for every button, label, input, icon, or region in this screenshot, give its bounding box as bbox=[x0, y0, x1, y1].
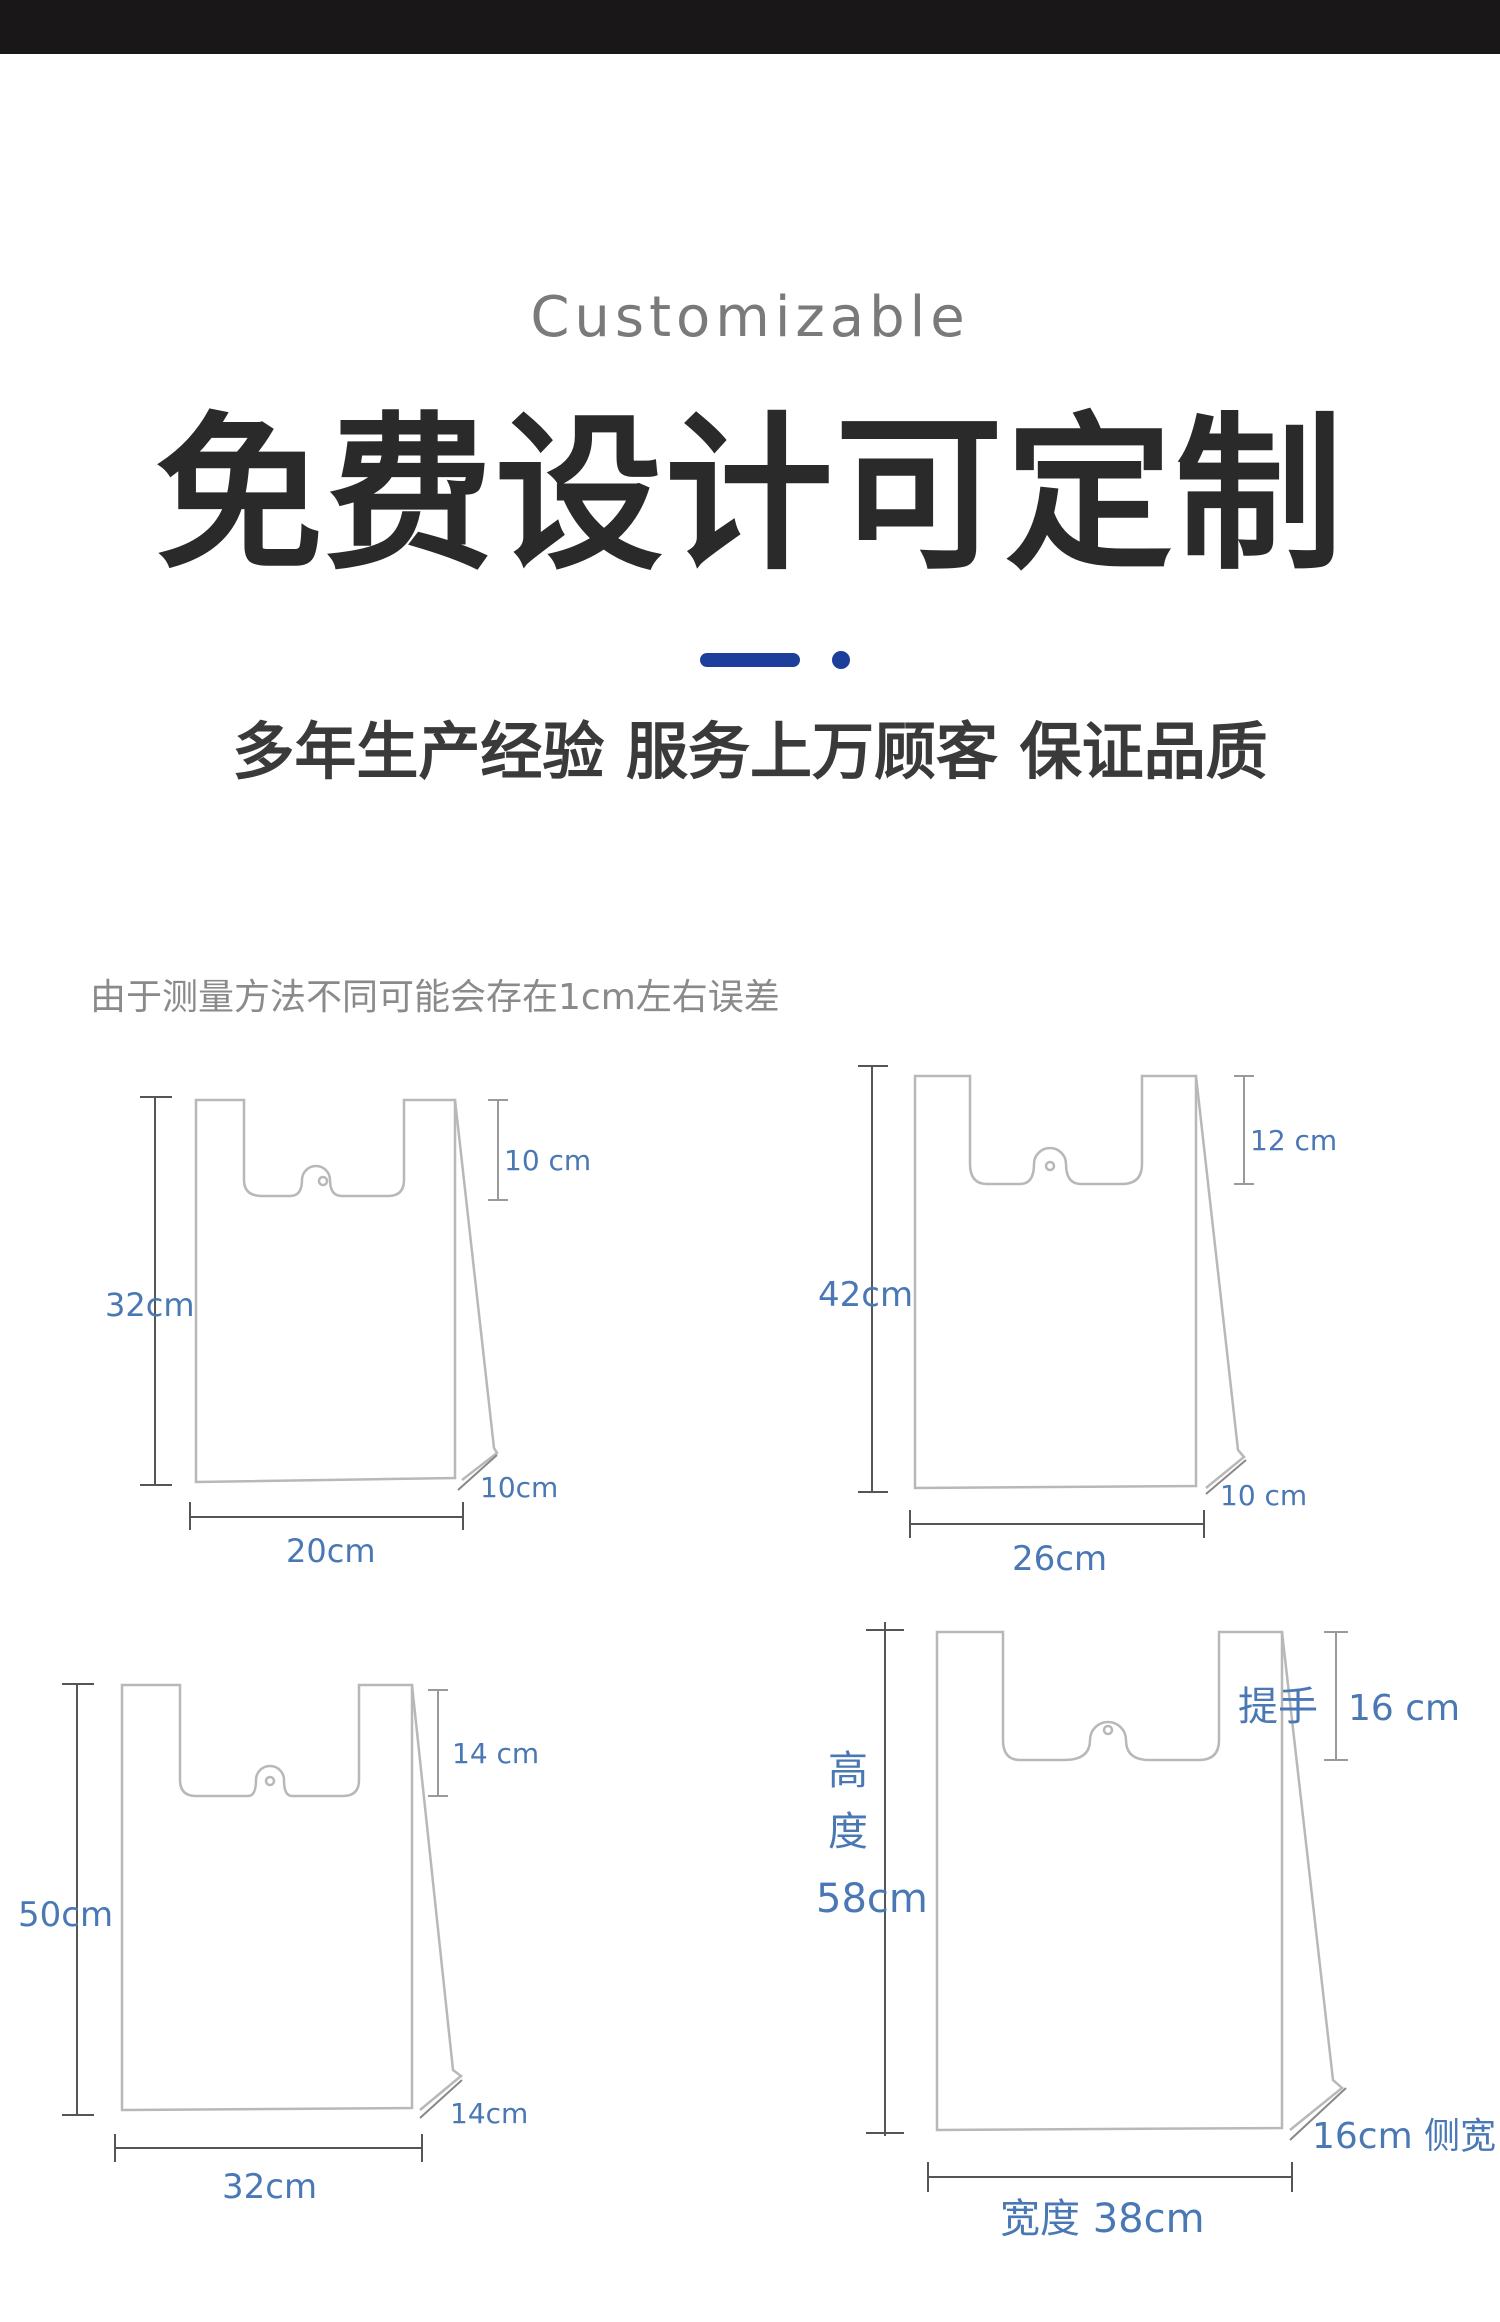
bag2-height-label: 42cm bbox=[818, 1275, 913, 1315]
bag-outline-medium bbox=[913, 1074, 1246, 1490]
bag4-gusset-label: 16cm 侧宽 bbox=[1312, 2116, 1496, 2157]
bag1-height-label: 32cm bbox=[105, 1286, 194, 1324]
bag2-width-label: 26cm bbox=[1012, 1539, 1107, 1579]
accent-line bbox=[700, 653, 800, 667]
bag-outline-xlarge bbox=[935, 1630, 1344, 2132]
bag4-height-label: 58cm bbox=[816, 1876, 928, 1922]
bag-outline-large bbox=[120, 1683, 464, 2112]
bag4-height-prefix-2: 度 bbox=[828, 1809, 868, 1855]
page-title: 免费设计可定制 bbox=[155, 397, 1345, 593]
bag3-gusset-label: 14cm bbox=[450, 2097, 528, 2130]
measurement-note: 由于测量方法不同可能会存在1cm左右误差 bbox=[90, 977, 780, 1018]
bag-outline-small bbox=[194, 1098, 499, 1484]
bag3-height-label: 50cm bbox=[18, 1895, 113, 1935]
bag4-width-label: 宽度 38cm bbox=[1000, 2196, 1205, 2242]
bag1-handle-label: 10 cm bbox=[504, 1144, 591, 1177]
eyebrow-text: Customizable bbox=[530, 285, 970, 350]
page-subtitle: 多年生产经验 服务上万顾客 保证品质 bbox=[232, 715, 1268, 788]
bag1-gusset-label: 10cm bbox=[480, 1471, 558, 1504]
bag4-height-prefix-1: 高 bbox=[828, 1748, 868, 1794]
top-bar bbox=[0, 0, 1500, 54]
bag4-handle-prefix: 提手 bbox=[1238, 1684, 1318, 1730]
bag1-width-label: 20cm bbox=[286, 1532, 375, 1570]
bag3-width-label: 32cm bbox=[222, 2167, 317, 2207]
accent-dot bbox=[832, 651, 850, 669]
bag2-handle-label: 12 cm bbox=[1250, 1124, 1337, 1157]
bag3-handle-label: 14 cm bbox=[452, 1737, 539, 1770]
bag2-gusset-label: 10 cm bbox=[1220, 1479, 1307, 1512]
bag4-handle-label: 16 cm bbox=[1348, 1688, 1460, 1729]
